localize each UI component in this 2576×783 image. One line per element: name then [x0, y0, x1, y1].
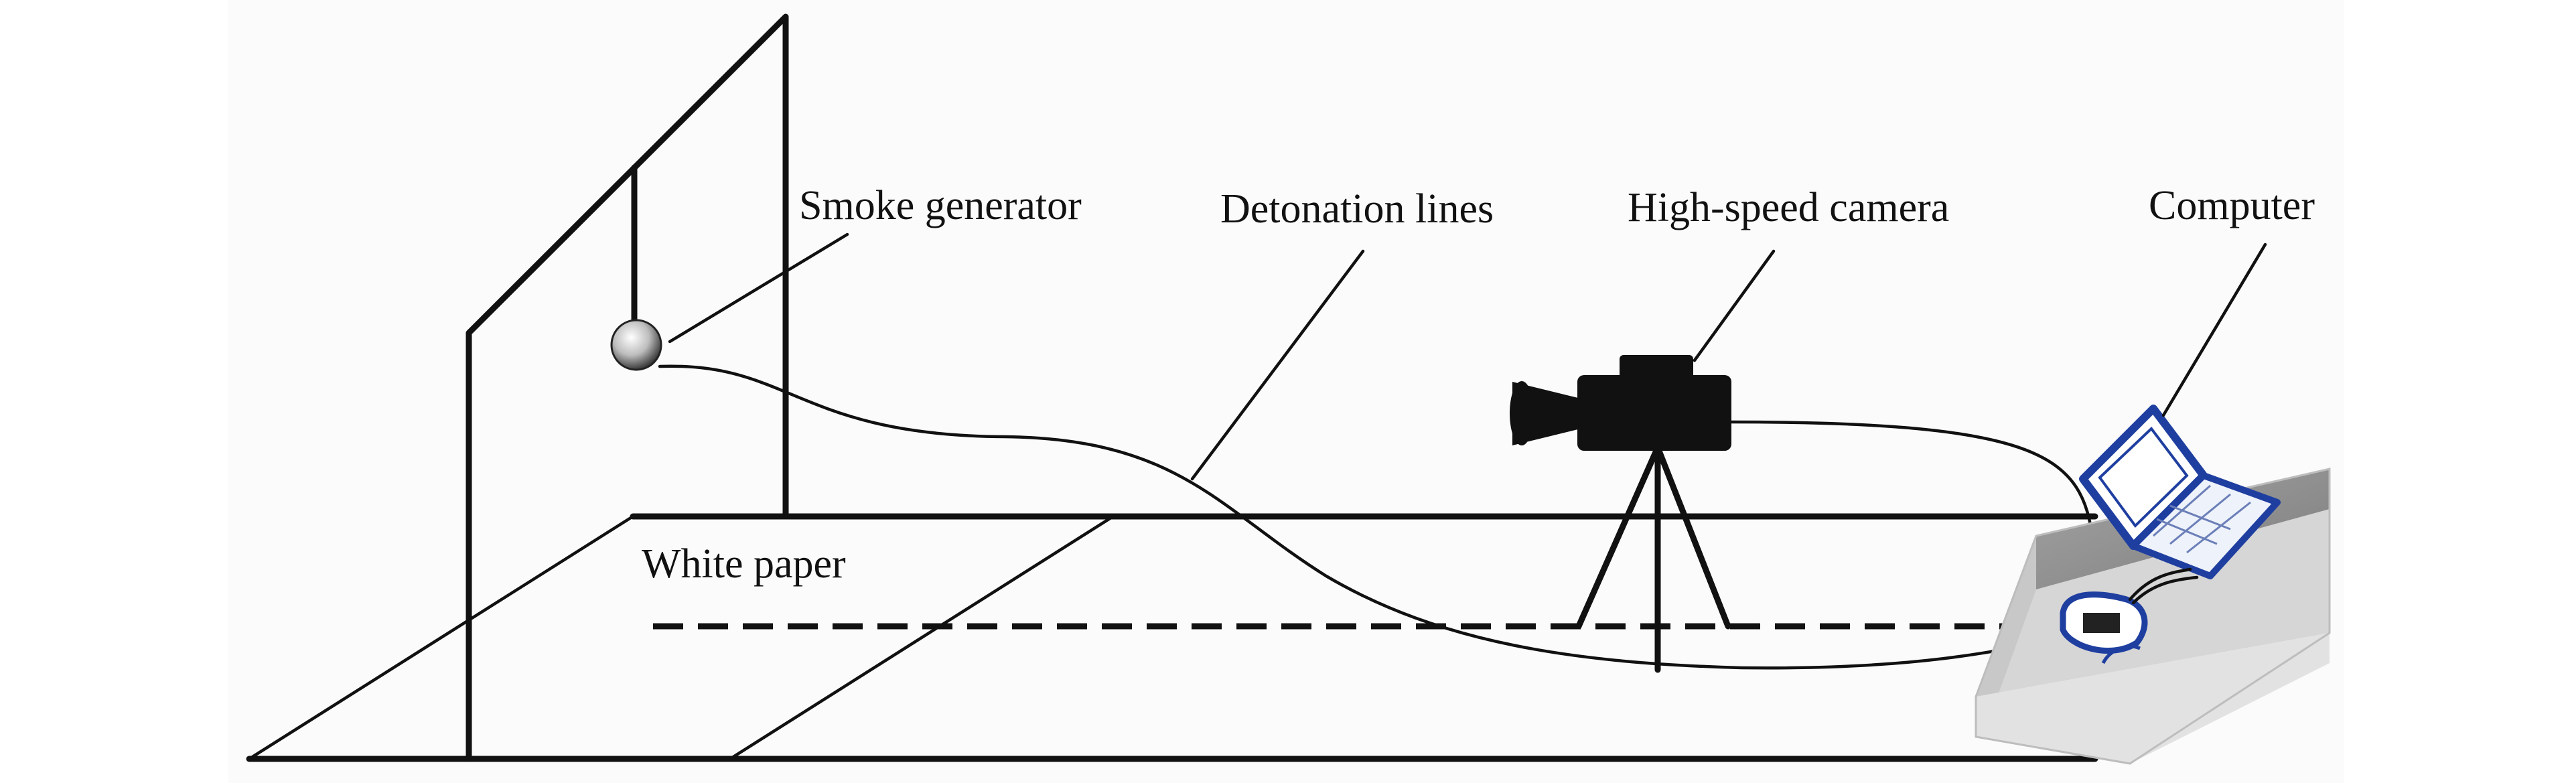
- label-white-paper: White paper: [642, 541, 846, 587]
- smoke-ball-icon: [610, 319, 662, 371]
- laptop-icon: [2079, 405, 2281, 579]
- detonation-line-curve: [658, 364, 2085, 670]
- white-paper-floor: [246, 513, 2098, 762]
- support-frame: [466, 13, 789, 762]
- trigger-box-icon: [2060, 567, 2199, 664]
- leader-smoke-generator: [668, 232, 849, 344]
- video-camera-icon: [1510, 355, 2095, 673]
- leader-high-speed-camera: [1693, 249, 1776, 362]
- leader-computer: [2161, 242, 2267, 417]
- label-high-speed-camera: High-speed camera: [1628, 185, 1949, 230]
- leader-detonation-lines: [1190, 249, 1365, 481]
- label-detonation-lines: Detonation lines: [1220, 186, 1494, 232]
- label-smoke-generator: Smoke generator: [799, 183, 1082, 228]
- leader-lines: [668, 232, 2267, 481]
- label-computer: Computer: [2149, 183, 2315, 228]
